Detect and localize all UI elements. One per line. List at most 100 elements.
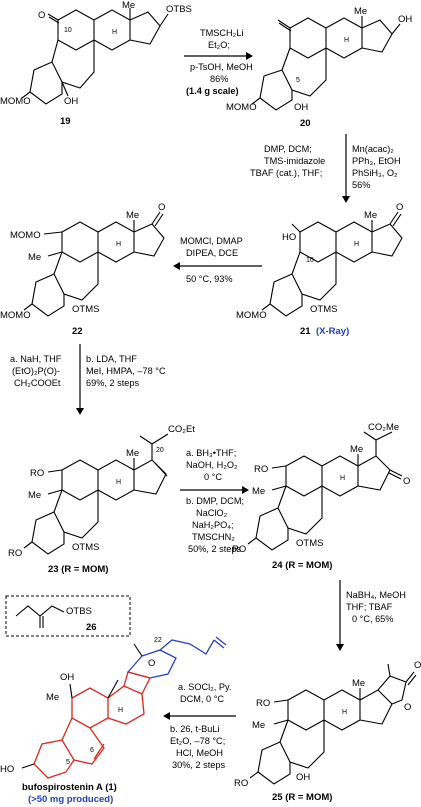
c23-me-2: Me — [28, 490, 41, 501]
s4-left-3: CH₂COOEt — [14, 378, 61, 388]
s5-line-4: b. DMP, DCM; — [186, 496, 244, 506]
compound-23 — [23, 433, 169, 555]
c20-label: 20 — [300, 118, 311, 129]
c24-h: H — [340, 475, 345, 482]
lactone-ring — [377, 675, 407, 705]
s6-line-1: NaBH₄, MeOH — [346, 590, 406, 600]
s1-line-4: 86% — [210, 74, 228, 84]
ring-a — [29, 61, 63, 105]
product-bufospirostenin-a — [21, 636, 227, 779]
compound-26 — [15, 605, 65, 628]
product-c6-label: 6 — [90, 747, 94, 754]
product-oh: OH — [60, 672, 74, 683]
exo-methylene — [277, 19, 291, 29]
c22-label: 22 — [72, 326, 83, 337]
s4-left-2: (EtO)₂P(O)- — [12, 366, 60, 376]
s2-left-2: TMS-imidazole — [264, 156, 325, 166]
c26-label: 26 — [86, 622, 97, 633]
c23-otms: OTMS — [72, 542, 99, 553]
s1-line-5: (1.4 g scale) — [186, 86, 239, 96]
s5-line-6: NaH₂PO₄; — [192, 520, 234, 530]
c24-co2me: CO₂Me — [368, 422, 399, 433]
product-ho: HO — [0, 764, 14, 775]
s6-line-3: 0 °C, 65% — [352, 614, 393, 624]
c21-otms: OTMS — [310, 304, 337, 315]
c25-me: Me — [352, 678, 365, 689]
s4-right-2: MeI, HMPA, –78 °C — [86, 366, 166, 376]
s5-line-3: 0 °C — [204, 472, 222, 482]
c19-oh: OH — [64, 96, 78, 107]
c23-ro: RO — [30, 468, 44, 479]
c25-oh: OH — [296, 772, 310, 783]
c21-me: Me — [364, 210, 377, 221]
compound-24 — [247, 431, 403, 551]
c22-h: H — [116, 241, 121, 248]
c24-me: Me — [350, 444, 363, 455]
ring-red-5 — [33, 739, 75, 779]
c19-me: Me — [122, 0, 135, 11]
s7-line-2: DCM, 0 °C — [180, 694, 224, 704]
product-c22-label: 22 — [154, 637, 162, 644]
c20-h: H — [344, 37, 349, 44]
c21-c10-label: 10 — [306, 257, 314, 264]
compound-20 — [251, 16, 401, 111]
ring-c — [93, 9, 131, 51]
c20-oh2: OH — [294, 102, 308, 113]
c23-label: 23 (R = MOM) — [48, 564, 108, 575]
c22-me-2: Me — [28, 252, 41, 263]
c19-h: H — [112, 29, 117, 36]
ring-red-2 — [107, 685, 145, 725]
s5-line-7: TMSCHN₂ — [192, 532, 235, 542]
c21-h: H — [354, 241, 359, 248]
c23-me: Me — [126, 448, 139, 459]
compound-19 — [21, 8, 169, 105]
ketone-bond — [47, 13, 59, 21]
c21-o: O — [396, 202, 403, 213]
c25-me-2: Me — [252, 720, 265, 731]
c21-label: 21 — [300, 326, 311, 337]
product-o: O — [148, 658, 155, 669]
s1-line-2: Et₂O; — [208, 40, 230, 50]
c24-me-2: Me — [252, 486, 265, 497]
s7-line-5: HCl, MeOH — [176, 748, 223, 758]
s3-line-2: DIPEA, DCE — [186, 248, 238, 258]
c21-momo: MOMO — [236, 310, 267, 321]
s7-line-1: a. SOCl₂, Py. — [178, 682, 231, 692]
c22-otms: OTMS — [72, 304, 99, 315]
c21-xray: (X-Ray) — [316, 326, 349, 337]
c22-momo-2: MOMO — [0, 310, 31, 321]
s7-line-3: b. 26, t-BuLi — [170, 724, 220, 734]
s5-line-2: NaOH, H₂O₂ — [186, 460, 238, 470]
c23-alkene — [154, 462, 168, 477]
s4-right-3: 69%, 2 steps — [86, 378, 140, 388]
s1-line-1: TMSCH₂Li — [200, 28, 243, 38]
compound-21 — [261, 211, 403, 317]
s5-line-1: a. BH₃•THF; — [186, 448, 236, 458]
c26-otbs: OTBS — [66, 606, 92, 617]
s2-left-1: DMP, DCM; — [264, 144, 312, 154]
c24-ro: RO — [254, 464, 268, 475]
c22-o: O — [158, 202, 165, 213]
s3-line-3: 50 °C, 93% — [186, 274, 233, 284]
c20-momo: MOMO — [226, 102, 257, 113]
s4-right-1: b. LDA, THF — [86, 354, 137, 364]
s7-line-4: Et₂O, –78 °C; — [170, 736, 225, 746]
c24-label: 24 (R = MOM) — [272, 560, 332, 571]
ring-red-4 — [61, 717, 105, 765]
c25-ro-2: RO — [234, 778, 248, 789]
s5-line-8: 50%, 2 steps — [188, 544, 242, 554]
c20-oh: OH — [398, 14, 412, 25]
c19-momo: MOMO — [0, 96, 31, 107]
c24-otms: OTMS — [296, 538, 323, 549]
s2-left-3: TBAF (cat.), THF; — [250, 168, 322, 178]
s2-right-1: Mn(acac)₂ — [352, 144, 394, 154]
c24-ketone-o: O — [403, 476, 410, 487]
compound-22 — [23, 211, 165, 317]
c20-c5-label: 5 — [296, 77, 300, 84]
c19-ketone-o: O — [38, 10, 45, 21]
c25-ro: RO — [256, 698, 270, 709]
c19-c10-label: 10 — [64, 27, 72, 34]
ring-red-1 — [71, 687, 109, 729]
c23-h: H — [116, 479, 121, 486]
